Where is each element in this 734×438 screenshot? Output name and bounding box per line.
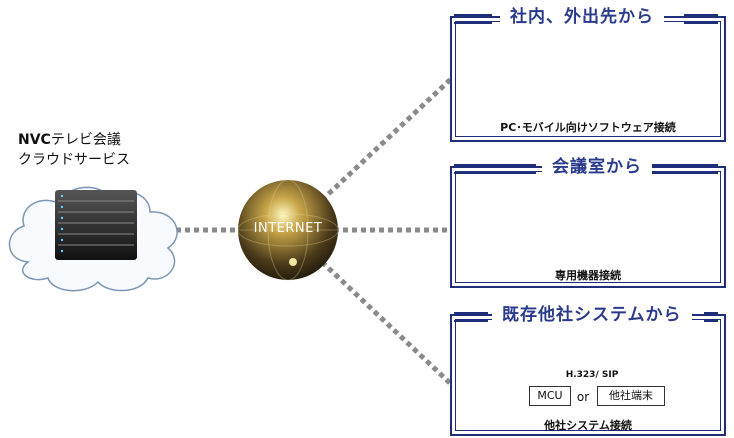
title-bar-left bbox=[454, 312, 488, 322]
internet-label: INTERNET bbox=[253, 221, 323, 236]
title-bar-left bbox=[454, 14, 492, 24]
other-terminal-box: 他社端末 bbox=[597, 386, 665, 406]
panel-existing-system: 既存他社システムから H.323/ SIP MCU or 他社端末 他社システム… bbox=[450, 302, 726, 436]
server-rack-icon bbox=[55, 190, 137, 260]
title-bar-right bbox=[684, 14, 718, 24]
title-bar-right bbox=[652, 164, 718, 174]
caption-dedicated-device: 専用機器接続 bbox=[555, 269, 621, 282]
panel-meeting-room: 会議室から 専用機器接続 bbox=[450, 154, 726, 288]
service-subtitle: クラウドサービス bbox=[18, 152, 130, 168]
panel-title-office-remote: 社内、外出先から bbox=[500, 4, 664, 30]
title-bar-right bbox=[704, 312, 718, 322]
panel-title-meeting-room: 会議室から bbox=[542, 154, 652, 180]
or-label: or bbox=[576, 390, 590, 404]
connector-lines bbox=[140, 76, 454, 387]
connector-internet-panel1 bbox=[320, 76, 454, 202]
connector-internet-panel3 bbox=[320, 260, 454, 387]
caption-other-system: 他社システム接続 bbox=[544, 419, 632, 432]
service-name-bold: NVC bbox=[18, 132, 51, 148]
panel-title-existing-system: 既存他社システムから bbox=[492, 302, 692, 328]
globe-icon bbox=[237, 179, 339, 281]
cloud-service-label: NVCテレビ会議 クラウドサービス bbox=[18, 130, 178, 170]
panel-office-remote: 社内、外出先から PC･モバイル向けソフトウェア接続 bbox=[450, 4, 726, 142]
title-bar-left bbox=[454, 164, 536, 174]
protocol-label: H.323/ SIP bbox=[565, 370, 619, 380]
service-name-rest: テレビ会議 bbox=[50, 132, 121, 148]
caption-software-connection: PC･モバイル向けソフトウェア接続 bbox=[500, 121, 676, 134]
mcu-box: MCU bbox=[529, 386, 571, 406]
